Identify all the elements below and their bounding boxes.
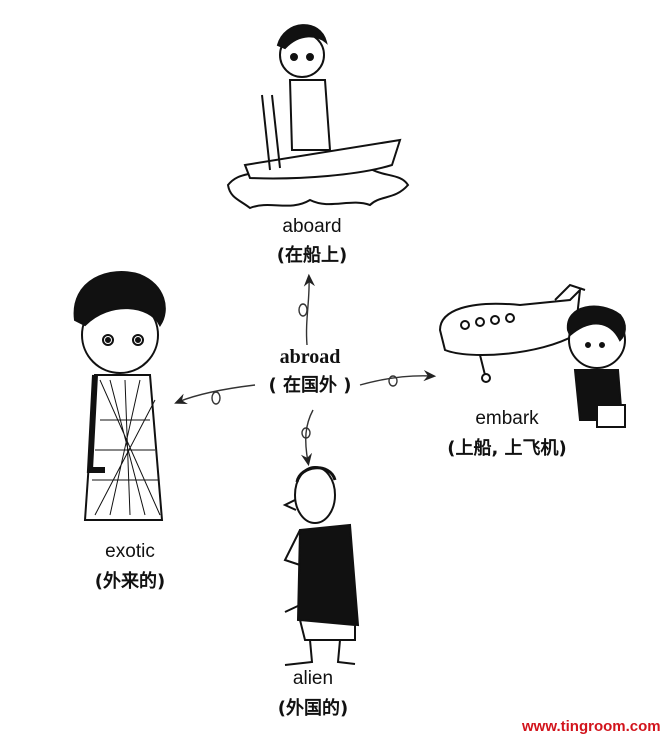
- arrow-right: [359, 370, 437, 387]
- meaning-aboard: (在船上): [276, 245, 348, 266]
- meaning-exotic: (外来的): [94, 571, 166, 592]
- arrow-left: [174, 384, 256, 405]
- boy-on-boat-illustration: [226, 24, 410, 210]
- alien-man-illustration: [282, 466, 360, 666]
- airplane-and-traveler-illustration: [438, 283, 626, 428]
- center-meaning-abroad: ( 在国外 ): [268, 375, 352, 396]
- watermark-text: www.tingroom.com: [522, 718, 661, 735]
- center-word-abroad: abroad: [279, 346, 341, 368]
- man-in-robe-illustration: [73, 271, 166, 521]
- word-alien: alien: [292, 668, 334, 689]
- word-aboard: aboard: [282, 216, 342, 237]
- meaning-embark: (上船, 上飞机): [447, 438, 567, 459]
- meaning-alien: (外国的): [277, 698, 349, 719]
- arrow-up: [298, 273, 315, 346]
- word-exotic: exotic: [105, 541, 155, 562]
- arrow-down: [300, 409, 314, 467]
- word-embark: embark: [475, 408, 539, 429]
